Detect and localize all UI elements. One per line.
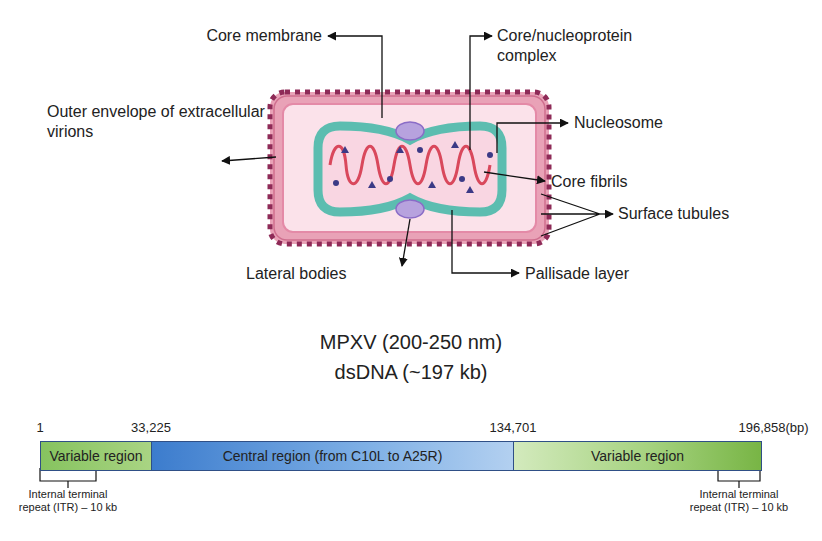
leader-line (452, 210, 519, 273)
leader-line (470, 36, 492, 150)
genome-region-band: Variable region (40, 441, 152, 471)
nucleoprotein-mark (341, 146, 349, 153)
region-label: Variable region (591, 448, 684, 464)
nucleosome-dot (387, 176, 393, 182)
virus-size-heading: MPXV (200-250 nm) (241, 330, 581, 354)
callout-label: Nucleosome (574, 113, 704, 133)
callout-label: Lateral bodies (246, 264, 396, 284)
callout-label: Pallisade layer (525, 264, 685, 284)
leader-line (484, 172, 545, 181)
leader-line (222, 157, 276, 161)
itr-bracket (40, 468, 96, 488)
region-label: Central region (from C10L to A25R) (223, 448, 443, 464)
callout-label: Core fibrils (551, 172, 681, 192)
callout-label: Core/nucleoprotein complex (497, 26, 657, 66)
nucleoprotein-mark (428, 181, 436, 188)
genome-region-band: Central region (from C10L to A25R) (151, 441, 514, 471)
lateral-body (396, 200, 424, 218)
leader-line (600, 213, 613, 214)
coordinate-number: 134,701 (478, 420, 548, 436)
callout-label: Core membrane (152, 26, 322, 46)
nucleoprotein-mark (368, 181, 376, 188)
callout-label: Surface tubules (618, 204, 778, 224)
nucleosome-dot (459, 176, 465, 182)
coordinate-number: 1 (15, 420, 65, 436)
leader-line (402, 219, 410, 266)
lateral-body (396, 122, 424, 140)
leader-line (328, 36, 382, 118)
nucleoprotein-mark (451, 141, 459, 148)
callout-label: Outer envelope of extracellular virions (47, 102, 269, 142)
leader-line (497, 123, 568, 153)
leader-line (541, 194, 600, 236)
core-fibril (330, 146, 490, 184)
coordinate-number: 33,225 (116, 420, 186, 436)
nucleoprotein-mark (396, 146, 404, 153)
genome-region-band: Variable region (513, 441, 762, 471)
genome-size-heading: dsDNA (~197 kb) (241, 360, 581, 384)
itr-label: Internal terminal repeat (ITR) – 10 kb (18, 488, 118, 514)
nucleosome-dot (487, 152, 493, 158)
envelope-edge (274, 96, 545, 240)
nucleosome-dot (417, 147, 423, 153)
nucleosome-dot (333, 180, 339, 186)
nucleoprotein-mark (466, 186, 474, 193)
unit-label: (bp) (775, 420, 819, 436)
region-label: Variable region (49, 448, 142, 464)
itr-label: Internal terminal repeat (ITR) – 10 kb (689, 488, 789, 514)
